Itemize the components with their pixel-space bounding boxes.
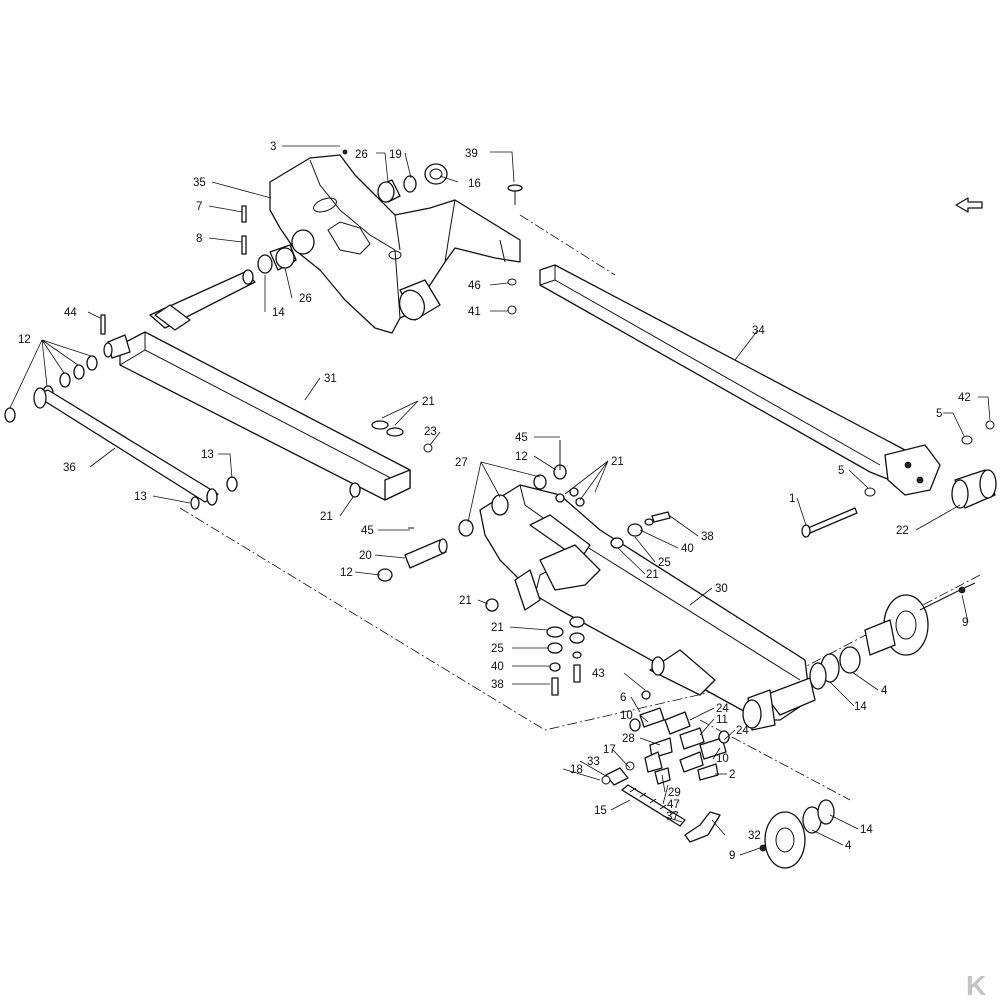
callout-label: 20 (359, 550, 372, 562)
direction-arrow-icon (955, 197, 983, 213)
callout-label: 44 (64, 307, 77, 319)
callout-label: 28 (622, 733, 635, 745)
callout-label: 3 (270, 141, 276, 153)
washers-13 (190, 476, 238, 510)
callout-label: 21 (646, 569, 659, 581)
callout-label: 30 (715, 583, 728, 595)
callout-label: 11 (716, 714, 728, 726)
callout-label: 6 (620, 692, 626, 704)
screw-3 (342, 149, 348, 155)
callout-label: 21 (491, 622, 504, 634)
brand-logo-icon: K (966, 970, 986, 1000)
callout-label: 9 (729, 850, 735, 862)
callout-label: 36 (63, 462, 76, 474)
callout-label: 18 (570, 764, 583, 776)
callout-label: 37 (666, 811, 679, 823)
hub-assembly-lower (759, 799, 835, 869)
callout-label: 4 (845, 840, 852, 852)
callout-label: 25 (658, 557, 671, 569)
bearing-stack-25-40-38 (485, 511, 671, 696)
callout-label: 41 (468, 306, 481, 318)
brand-logo-text: K (966, 970, 986, 1000)
callout-label: 45 (361, 525, 374, 537)
callout-label: 32 (748, 830, 761, 842)
callout-label: 17 (603, 744, 616, 756)
callout-label: 10 (620, 710, 633, 722)
callout-label: 16 (468, 178, 481, 190)
callout-label: 25 (491, 643, 504, 655)
pins-7-8 (241, 205, 247, 255)
caps-21-crossbar (349, 420, 433, 498)
pin-44 (100, 314, 106, 335)
callout-label: 15 (594, 805, 607, 817)
callout-labels: 3 26 19 16 39 35 7 8 14 26 46 41 44 12 3… (18, 141, 971, 862)
callout-label: 42 (958, 392, 971, 404)
ring-14-and-bushing-26 (257, 244, 297, 274)
callout-label: 19 (389, 149, 402, 161)
callout-label: 14 (272, 307, 285, 319)
callout-label: 43 (592, 668, 605, 680)
callout-label: 7 (196, 201, 202, 213)
callout-label: 14 (854, 701, 867, 713)
callout-label: 24 (716, 703, 729, 715)
callout-label: 39 (465, 148, 478, 160)
callout-label: 22 (896, 525, 909, 537)
bolt-39 (507, 184, 523, 205)
lower-arm-30 (479, 484, 816, 731)
roller-22 (951, 469, 997, 509)
callout-label: 40 (681, 543, 694, 555)
callout-label: 34 (752, 325, 765, 337)
callout-label: 9 (962, 617, 968, 629)
callout-label: 38 (491, 679, 504, 691)
callout-label: 21 (611, 456, 624, 468)
callout-label: 21 (320, 511, 333, 523)
collar-16 (424, 163, 448, 185)
callout-label: 8 (196, 233, 202, 245)
spring-15-and-lever-32 (601, 761, 721, 843)
washers-5-nut-42 (864, 420, 995, 497)
callout-label: 27 (455, 457, 468, 469)
callout-label: 24 (736, 725, 749, 737)
shaft-36 (33, 387, 219, 506)
callout-label: 12 (18, 334, 31, 346)
callout-label: 14 (860, 824, 873, 836)
callout-label: 29 (668, 787, 681, 799)
callout-label: 45 (515, 432, 528, 444)
callout-label: 26 (299, 293, 312, 305)
callout-label: 35 (193, 177, 206, 189)
callout-label: 5 (838, 465, 844, 477)
long-beam-34 (539, 264, 941, 496)
callout-label: 5 (936, 408, 942, 420)
callout-label: 26 (355, 149, 368, 161)
callout-label: 31 (324, 373, 337, 385)
callout-label: 21 (422, 396, 435, 408)
hub-assembly-right (809, 582, 976, 690)
upper-bracket-frame (269, 154, 521, 334)
callout-label: 12 (515, 451, 528, 463)
callout-label: 23 (424, 426, 437, 438)
callout-label: 1 (789, 493, 795, 505)
callout-label: 38 (701, 531, 714, 543)
crossbar-31 (103, 269, 411, 501)
callout-label: 13 (201, 449, 214, 461)
callout-label: 2 (729, 769, 735, 781)
pin-20-and-fasteners (377, 440, 561, 582)
callout-label: 12 (340, 567, 353, 579)
callout-label: 13 (134, 491, 147, 503)
callout-label: 47 (667, 799, 680, 811)
bushing-26-upper (377, 179, 401, 203)
callout-label: 4 (881, 685, 888, 697)
callout-label: 21 (459, 595, 472, 607)
bushings-27-21 (458, 464, 585, 537)
callout-label: 33 (587, 756, 600, 768)
bolt-1 (801, 507, 858, 538)
leader-lines (9, 145, 991, 856)
ring-19 (403, 175, 417, 193)
callout-label: 46 (468, 280, 481, 292)
callout-label: 40 (491, 661, 504, 673)
nuts-46-41 (507, 278, 517, 315)
callout-label: 10 (716, 753, 729, 765)
fittings-cluster (629, 690, 730, 785)
